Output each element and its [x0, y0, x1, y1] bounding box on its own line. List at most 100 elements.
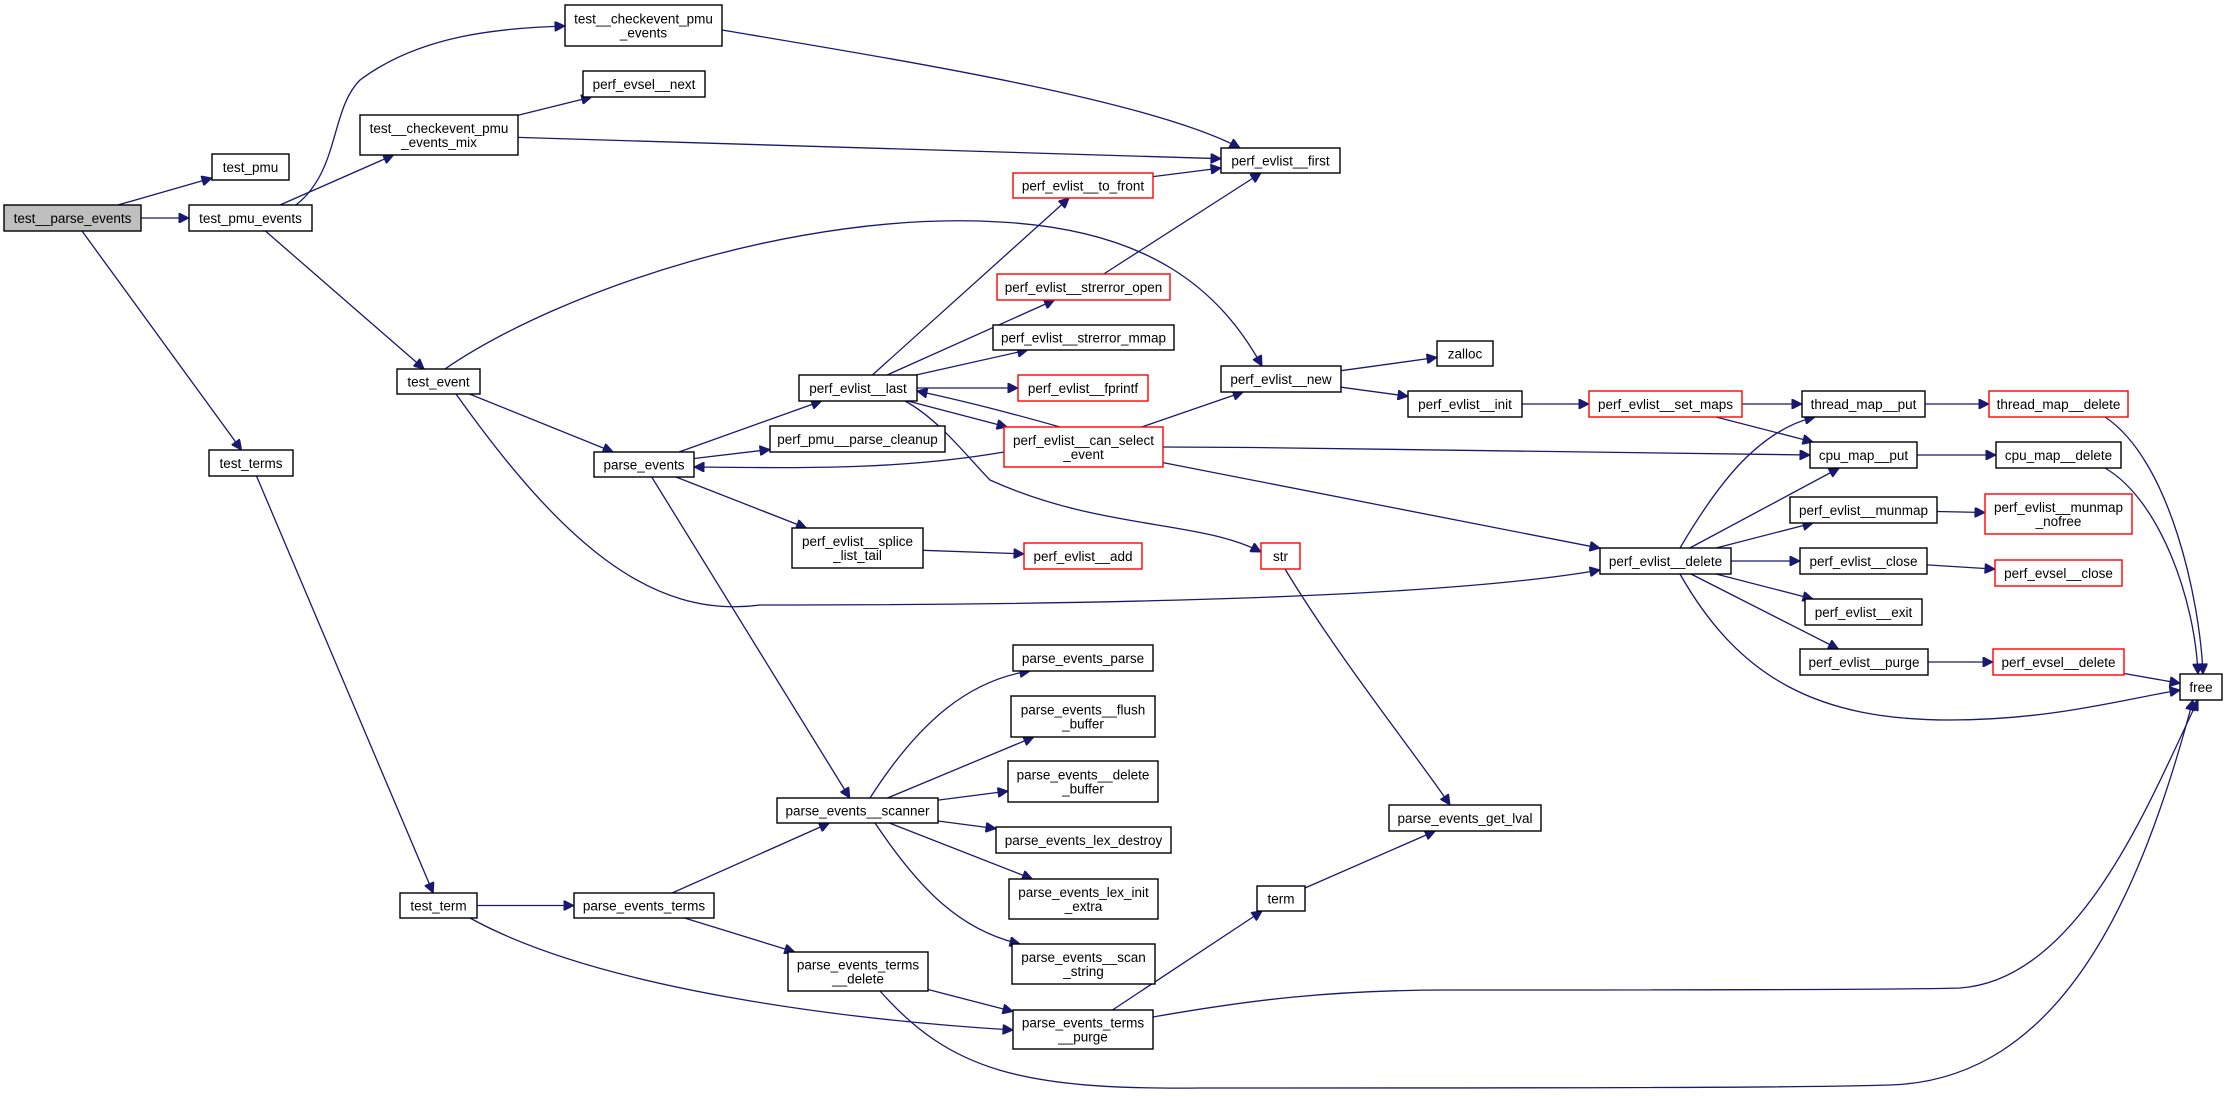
edge-perf_evlist__set_maps-to-cpu_map__put	[1715, 416, 1813, 442]
node-label: _nofree	[2035, 514, 2082, 529]
node-box	[1988, 390, 2129, 418]
node-perf_evlist__strerror_mmap[interactable]: perf_evlist__strerror_mmap	[992, 324, 1175, 351]
edge-perf_evlist__strerror_open-to-perf_evlist__first	[1103, 173, 1261, 275]
node-perf_evlist__new[interactable]: perf_evlist__new	[1220, 365, 1342, 393]
edge-test__checkevent_pmu_events_mix-to-perf_evsel__next	[517, 97, 592, 116]
node-box	[1789, 496, 1938, 524]
node-cpu_map__delete[interactable]: cpu_map__delete	[1995, 441, 2122, 469]
node-test__checkevent_pmu_events[interactable]: test__checkevent_pmu_events	[564, 4, 723, 47]
node-label: perf_evlist__first	[1231, 154, 1330, 169]
node-parse_events__scan_string[interactable]: parse_events__scan_string	[1011, 943, 1156, 985]
node-perf_pmu__parse_cleanup[interactable]: perf_pmu__parse_cleanup	[769, 425, 946, 453]
node-term[interactable]: term	[1256, 885, 1306, 912]
node-perf_evlist__munmap[interactable]: perf_evlist__munmap	[1789, 496, 1938, 524]
node-box	[996, 273, 1171, 301]
node-perf_evlist__add[interactable]: perf_evlist__add	[1023, 542, 1143, 570]
node-perf_evlist__splice_list_tail[interactable]: perf_evlist__splice_list_tail	[791, 527, 924, 569]
node-perf_evlist__close[interactable]: perf_evlist__close	[1799, 547, 1928, 575]
node-perf_evlist__first[interactable]: perf_evlist__first	[1220, 147, 1341, 174]
node-zalloc[interactable]: zalloc	[1436, 340, 1494, 367]
node-parse_events__flush_buffer[interactable]: parse_events__flush_buffer	[1010, 695, 1156, 738]
edge-parse_events_terms__purge-to-term	[1112, 911, 1263, 1011]
node-label: _events	[619, 26, 668, 41]
node-test_pmu[interactable]: test_pmu	[211, 153, 290, 181]
node-perf_evlist__last[interactable]: perf_evlist__last	[798, 374, 918, 402]
node-perf_evlist__can_select_event[interactable]: perf_evlist__can_select_event	[1003, 426, 1164, 468]
node-box	[1023, 542, 1143, 570]
node-parse_events_terms[interactable]: parse_events_terms	[573, 892, 715, 919]
node-perf_evlist__strerror_open[interactable]: perf_evlist__strerror_open	[996, 273, 1171, 301]
node-test_terms[interactable]: test_terms	[208, 449, 294, 477]
edge-parse_events__scanner-to-parse_events__flush_buffer	[887, 737, 1034, 799]
node-parse_events_parse[interactable]: parse_events_parse	[1012, 644, 1154, 672]
node-parse_events_lex_destroy[interactable]: parse_events_lex_destroy	[995, 826, 1172, 854]
node-perf_evlist__to_front[interactable]: perf_evlist__to_front	[1012, 172, 1154, 199]
node-perf_evlist__delete[interactable]: perf_evlist__delete	[1599, 547, 1732, 575]
node-thread_map__delete[interactable]: thread_map__delete	[1988, 390, 2129, 418]
node-box	[1010, 695, 1156, 738]
node-str[interactable]: str	[1260, 542, 1301, 570]
node-box	[582, 70, 706, 98]
edge-perf_evlist__can_select_event-to-parse_events	[694, 451, 1005, 468]
edge-parse_events_terms__delete-to-free	[879, 700, 2193, 1089]
node-test_term[interactable]: test_term	[399, 892, 478, 919]
node-perf_evlist__set_maps[interactable]: perf_evlist__set_maps	[1588, 390, 1743, 418]
node-box	[1992, 648, 2125, 676]
node-parse_events_lex_init_extra[interactable]: parse_events_lex_init_extra	[1008, 878, 1159, 920]
node-label: perf_evsel__next	[593, 77, 696, 92]
node-perf_evlist__purge[interactable]: perf_evlist__purge	[1799, 648, 1929, 676]
edge-parse_events-to-parse_events__scanner	[651, 476, 850, 798]
node-perf_evsel__close[interactable]: perf_evsel__close	[1994, 559, 2123, 587]
node-label: _extra	[1064, 899, 1103, 914]
node-label: cpu_map__put	[1819, 448, 1909, 463]
edge-perf_evlist__munmap-to-perf_evlist__munmap_nofree	[1936, 512, 1985, 513]
node-thread_map__put[interactable]: thread_map__put	[1801, 390, 1926, 418]
edge-perf_evsel__delete-to-free	[2123, 672, 2180, 684]
edge-perf_evlist__last-to-perf_evlist__can_select_event	[907, 400, 1007, 427]
edge-perf_evlist__splice_list_tail-to-perf_evlist__add	[922, 550, 1024, 554]
node-parse_events__scanner[interactable]: parse_events__scanner	[776, 797, 939, 824]
node-parse_events__delete_buffer[interactable]: parse_events__delete_buffer	[1007, 760, 1159, 803]
node-cpu_map__put[interactable]: cpu_map__put	[1809, 441, 1918, 469]
node-parse_events[interactable]: parse_events	[593, 451, 695, 478]
node-box	[1588, 390, 1743, 418]
edge-parse_events_terms__delete-to-parse_events_terms__purge	[927, 988, 1013, 1012]
node-parse_events_terms__delete[interactable]: parse_events_terms__delete	[787, 951, 929, 992]
node-box	[573, 892, 715, 919]
node-label: parse_events_lex_init	[1018, 885, 1149, 900]
edge-test__parse_events-to-test_pmu	[117, 178, 212, 206]
node-label: test_pmu_events	[199, 211, 302, 226]
node-perf_evsel__next[interactable]: perf_evsel__next	[582, 70, 706, 98]
node-box	[1012, 172, 1154, 199]
node-label: perf_evlist__new	[1230, 372, 1332, 387]
edge-test_pmu_events-to-test__checkevent_pmu_events	[295, 26, 565, 206]
node-label: perf_evlist__fprintf	[1028, 381, 1139, 396]
node-label: perf_pmu__parse_cleanup	[777, 432, 938, 447]
node-box	[992, 324, 1175, 351]
edge-perf_evlist__delete-to-perf_evlist__purge	[1690, 573, 1839, 650]
node-test__checkevent_pmu_events_mix[interactable]: test__checkevent_pmu_events_mix	[359, 114, 519, 156]
node-perf_evlist__init[interactable]: perf_evlist__init	[1407, 390, 1523, 418]
node-parse_events_get_lval[interactable]: parse_events_get_lval	[1388, 804, 1542, 832]
node-perf_evlist__munmap_nofree[interactable]: perf_evlist__munmap_nofree	[1984, 493, 2133, 535]
node-label: perf_evlist__delete	[1609, 554, 1722, 569]
node-free[interactable]: free	[2179, 673, 2223, 701]
node-perf_evlist__exit[interactable]: perf_evlist__exit	[1804, 598, 1923, 626]
edge-perf_evlist__to_front-to-perf_evlist__first	[1152, 168, 1221, 178]
edge-perf_evlist__delete-to-perf_evlist__exit	[1715, 573, 1813, 599]
node-test__parse_events[interactable]: test__parse_events	[3, 204, 142, 232]
node-label: zalloc	[1448, 347, 1483, 362]
node-label: test__checkevent_pmu	[370, 121, 509, 136]
node-perf_evlist__fprintf[interactable]: perf_evlist__fprintf	[1017, 374, 1149, 402]
edge-parse_events_terms__purge-to-free	[1152, 700, 2198, 1018]
node-label: perf_evlist__init	[1418, 397, 1512, 412]
node-test_pmu_events[interactable]: test_pmu_events	[188, 204, 313, 232]
node-perf_evsel__delete[interactable]: perf_evsel__delete	[1992, 648, 2125, 676]
node-test_event[interactable]: test_event	[396, 368, 481, 395]
node-label: perf_evlist__close	[1809, 554, 1917, 569]
node-box	[1012, 644, 1154, 672]
node-label: parse_events	[603, 458, 684, 473]
edge-test_event-to-perf_evlist__delete	[455, 393, 1600, 608]
edge-test_event-to-perf_evlist__new	[444, 220, 1263, 370]
node-parse_events_terms__purge[interactable]: parse_events_terms__purge	[1012, 1009, 1154, 1050]
